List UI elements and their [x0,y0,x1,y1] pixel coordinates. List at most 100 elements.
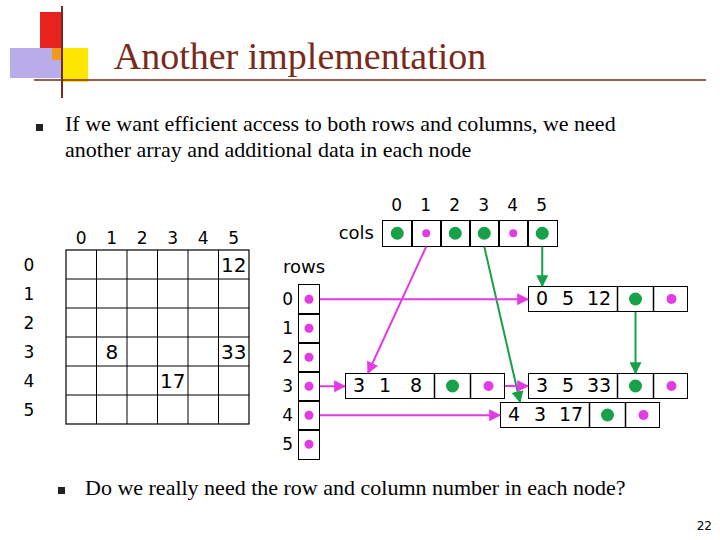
title-rule [34,79,706,81]
pointer-arrow [320,298,528,300]
matrix-grid [66,308,249,309]
index-number: 2 [440,194,471,216]
array-cell: 5 [527,220,558,247]
pointer-dot [305,324,314,333]
pointer-dot [422,229,430,237]
pointer-dot [629,380,642,393]
sparse-node: 318 [345,373,505,399]
matrix-value: 17 [155,369,191,393]
field-divider [653,373,655,399]
field-value: 1 [372,374,398,397]
field-divider [589,402,591,428]
field-value: 8 [398,374,434,397]
matrix-index: 4 [14,370,44,392]
slide-title: Another implementation [40,34,560,78]
pointer-dot [305,382,314,391]
index-number: 5 [527,194,558,216]
matrix-index: 1 [97,227,127,249]
pointer-arrow [541,247,543,287]
array-cell: 1 [411,220,442,247]
matrix-index: 2 [14,312,44,334]
pointer-arrow [635,312,637,373]
pointer-array: rows012345 [298,284,320,460]
index-number: 3 [469,194,500,216]
field-value: 3 [527,403,553,426]
pointer-dot [305,295,314,304]
index-number: 4 [274,403,293,427]
sparse-node: 3533 [528,373,688,399]
field-divider [434,373,436,399]
matrix-index: 0 [14,254,44,276]
array-cell: 0 [298,284,320,315]
array-cell: 1 [298,313,320,344]
matrix-index: 3 [14,341,44,363]
array-name: rows [283,255,343,279]
field-divider [625,402,627,428]
pointer-arrow [320,414,500,416]
field-value: 33 [581,374,617,397]
title-rule [61,6,63,98]
matrix-index: 2 [127,227,157,249]
pointer-array: cols012345 [382,220,558,247]
bullet-text: If we want efficient access to both rows… [65,111,680,163]
pointer-dot [629,293,642,306]
index-number: 4 [498,194,529,216]
pointer-dot [509,229,517,237]
matrix-index: 5 [14,399,44,421]
pointer-dot [305,353,314,362]
index-number: 0 [382,194,413,216]
matrix-value: 12 [216,253,252,277]
page-number: 22 [680,519,712,533]
field-value: 3 [346,374,372,397]
pointer-arrow [505,385,528,387]
index-number: 0 [274,287,293,311]
pointer-dot [446,380,459,393]
matrix-value: 33 [216,340,252,364]
sparse-node: 0512 [528,286,688,312]
matrix-index: 5 [219,227,249,249]
array-cell: 2 [298,342,320,373]
array-cell: 4 [298,400,320,431]
pointer-dot [305,440,314,449]
pointer-dot [478,227,491,240]
corner-block [62,48,88,82]
field-value: 0 [529,287,555,310]
corner-block [52,48,62,60]
pointer-dot [536,227,549,240]
field-divider [470,373,472,399]
matrix-index: 0 [66,227,96,249]
pointer-dot [667,381,677,391]
pointer-dot [667,294,677,304]
field-value: 4 [501,403,527,426]
pointer-dot [305,411,314,420]
bullet-text: Do we really need the row and column num… [85,475,710,501]
array-cell: 0 [382,220,413,247]
bullet-square [36,124,43,131]
matrix-index: 4 [188,227,218,249]
index-number: 1 [274,316,293,340]
array-cell: 5 [298,429,320,460]
sparse-node: 4317 [500,402,660,428]
matrix-value: 8 [94,340,130,364]
field-value: 5 [555,287,581,310]
pointer-arrow [320,385,345,387]
index-number: 1 [411,194,442,216]
matrix-grid [66,337,249,338]
array-cell: 3 [298,371,320,402]
field-value: 12 [581,287,617,310]
pointer-arrow [484,247,520,403]
matrix-grid [66,395,249,396]
field-value: 3 [529,374,555,397]
field-value: 17 [553,403,589,426]
index-number: 3 [274,374,293,398]
field-divider [653,286,655,312]
array-name: cols [314,221,374,245]
array-cell: 4 [498,220,529,247]
field-value: 5 [555,374,581,397]
pointer-dot [391,227,404,240]
index-number: 5 [274,432,293,456]
corner-block [10,48,62,78]
